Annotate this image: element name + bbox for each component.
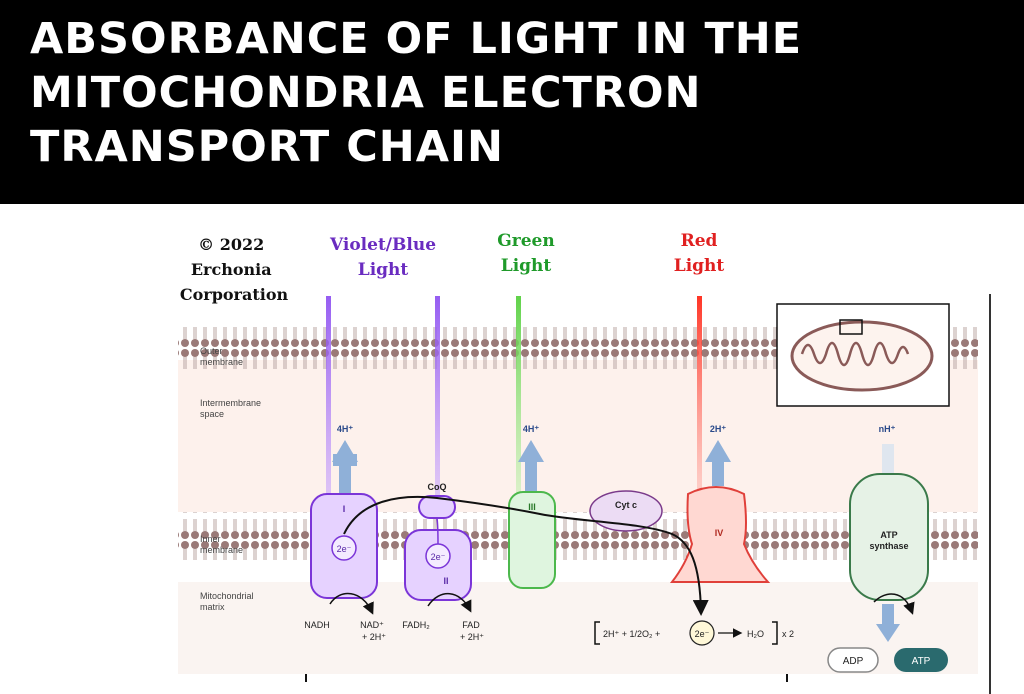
adp-label: ADP (843, 656, 864, 667)
zoom-region-box (839, 319, 863, 335)
cytochrome-c: Cyt c (589, 490, 663, 532)
electron-path (343, 495, 709, 616)
nad-proton-label: + 2H⁺ (362, 632, 386, 642)
fadh2-arrow (427, 592, 472, 613)
complex-ii-electrons: 2e⁻ (431, 552, 446, 562)
reaction-reactants: 2H⁺ + 1/2O₂ + (603, 629, 660, 639)
fadh2-label: FADH₂ (402, 620, 430, 630)
atp-pill: ATP (894, 648, 948, 672)
violet-beam-1 (326, 296, 331, 518)
atp-label: ATP (912, 656, 931, 667)
reaction-product: H₂O (747, 629, 764, 639)
proton-label-c1: 4H⁺ (337, 424, 354, 434)
electron-pair-icon (331, 535, 357, 561)
proton-arrow-c1 (332, 440, 358, 496)
fad-proton-label: + 2H⁺ (460, 632, 484, 642)
fad-label: FAD (462, 620, 480, 630)
title-bar: ABSORBANCE OF LIGHT IN THE MITOCHONDRIA … (0, 0, 1024, 204)
green-beam (516, 296, 521, 496)
reaction-multiplier: x 2 (782, 629, 794, 639)
mitochondrion-inset (776, 303, 950, 407)
proton-label-c3: 4H⁺ (523, 424, 540, 434)
complex-i: I 2e⁻ (310, 493, 378, 599)
complex-iv-label: IV (715, 528, 724, 538)
violet-beam-2 (435, 296, 440, 508)
adp-atp-arrow (873, 593, 915, 615)
page-title: ABSORBANCE OF LIGHT IN THE MITOCHONDRIA … (30, 14, 803, 172)
proton-arrow-c3 (518, 440, 544, 496)
proton-label-atp: nH⁺ (879, 424, 896, 434)
cytc-label: Cyt c (615, 500, 637, 510)
nad-label: NAD⁺ (360, 620, 384, 630)
nadh-arrow (329, 592, 374, 615)
proton-arrow-atp-out (876, 604, 900, 642)
complex-ii-label: II (443, 576, 448, 586)
complex-iv: IV (669, 486, 771, 583)
reaction-electrons: 2e⁻ (695, 629, 710, 639)
electron-pair-icon (689, 620, 715, 646)
electron-path-ii (436, 517, 439, 545)
complex-i-electrons: 2e⁻ (337, 544, 352, 554)
nadh-label: NADH (304, 620, 330, 630)
proton-arrow-c4 (705, 440, 731, 486)
proton-label-c4: 2H⁺ (710, 424, 727, 434)
water-reaction: 2H⁺ + 1/2O₂ + 2e⁻ H₂O x 2 (594, 620, 794, 646)
complex-iii: III (508, 491, 556, 589)
copyright-notice: © 2022 Erchonia Corporation (180, 235, 289, 304)
adp-pill: ADP (827, 647, 879, 673)
complex-i-label: I (343, 504, 346, 514)
complex-iii-label: III (528, 502, 536, 512)
coq-label: CoQ (428, 482, 447, 492)
red-beam (697, 296, 702, 496)
